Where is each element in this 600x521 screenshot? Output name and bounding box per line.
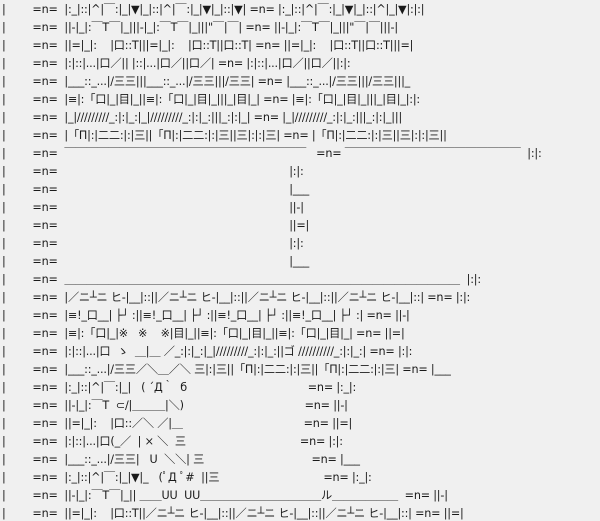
art-line: | =n= |≡!_口__| ├┘ :||≡!_口__| ├┘ :||≡!_口_… xyxy=(2,309,410,322)
art-line: | =n= |:|::|...|口(_／ | × ＼ 三 =n= |:|: xyxy=(2,435,343,448)
art-line: | =n= ||-|_|:￣T ⊂/|＿＿＿|＼) =n= ||-| xyxy=(2,399,348,412)
art-line: | =n= |:_|::|^|￣:|_|▼|_|::|^|￣:|_|▼|_|::… xyxy=(2,3,425,16)
art-line: | =n= |:_|::|^|￣:|_| ( ´Д｀ б =n= |:_|: xyxy=(2,381,357,394)
art-line: | =n= |:|: xyxy=(2,237,304,250)
ascii-art-text: | =n= |:_|::|^|￣:|_|▼|_|::|^|￣:|_|▼|_|::… xyxy=(2,1,542,521)
art-line: | =n= ￣￣￣￣￣￣￣￣￣￣￣￣￣￣￣￣￣￣￣￣￣￣ =n= ￣￣￣￣￣￣￣… xyxy=(2,147,542,160)
art-line: | =n= ||=| xyxy=(2,219,310,232)
art-line: | =n= |／ニ┴ニ ヒ-|__|::||／ニ┴ニ ヒ-|__|::||／ニ┴… xyxy=(2,291,471,304)
art-line: | =n= |:|: xyxy=(2,165,304,178)
art-line: | =n= ||=|_|: |口::／＼ ／|＿ =n= ||=| xyxy=(2,417,353,430)
art-line: | =n= |:|::|...|口 ゝ ＿|＿ ／_:|:|_:|_|/////… xyxy=(2,345,413,358)
art-line: | =n= |___::_...|/三三|||___::_...|/三三|||/… xyxy=(2,75,411,88)
art-line: | =n= ＿＿＿＿＿＿＿＿＿＿＿＿＿＿＿＿＿＿＿＿＿＿＿＿＿＿＿＿＿＿＿＿＿＿… xyxy=(2,273,481,286)
art-line: | =n= ||-| xyxy=(2,201,304,214)
art-line: | =n= |:_|::|^|￣:|_|▼|_ (ﾟД ﾟ# ||三 =n= |… xyxy=(2,471,372,484)
art-line: | =n= |≡|:「口|_|※ ※ ※|目|_||≡|:「口|_|目|_||≡… xyxy=(2,327,405,340)
art-line: | =n= ||=|_|: |口::T||／ニ┴ニ ヒ-|__|::||／ニ┴ニ… xyxy=(2,507,464,520)
art-line: | =n= |___ xyxy=(2,183,309,196)
art-line: | =n= |___::_...|/三三| U ＼＼| 三 =n= |___ xyxy=(2,453,360,466)
art-line: | =n= |「Π|:|二二:|:|三||「Π|:|二二:|:|三||三|:|:… xyxy=(2,129,447,142)
art-line: | =n= ||-|_|:￣T￣|_|| ＿＿UU UU＿＿＿＿＿＿＿＿＿＿＿ル… xyxy=(2,489,448,502)
art-line: | =n= ||=|_|: |口::T|||=|_|: |口::T||口::T|… xyxy=(2,39,414,52)
art-line: | =n= |≡|:「口|_|目|_||≡|:「口|_|目|_|||_|目|_|… xyxy=(2,93,420,106)
art-line: | =n= |___::_...|/三三／＼＿／＼ 三|:|三||「Π|:|二二… xyxy=(2,363,451,376)
art-line: | =n= |___ xyxy=(2,255,309,268)
art-line: | =n= ||-|_|:￣T￣|_|||-|_|:￣T￣|_|||"￣|￣| … xyxy=(2,21,398,34)
art-line: | =n= |:|::|...|口／|| |::|...|口／||口／| =n=… xyxy=(2,57,351,70)
art-line: | =n= |_|/////////_:|:|_:|_|/////////_:|… xyxy=(2,111,403,124)
